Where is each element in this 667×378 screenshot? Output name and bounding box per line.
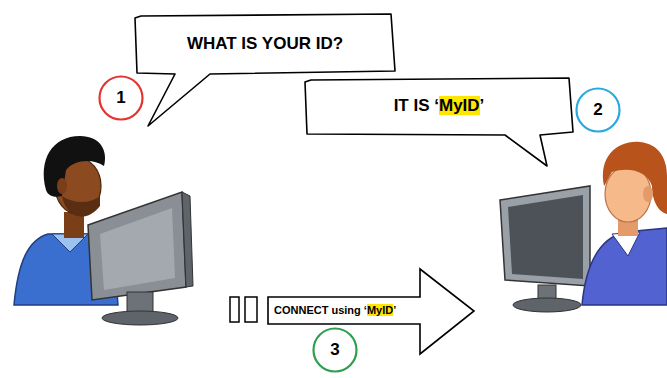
callout-circle: 3 xyxy=(312,327,358,373)
callout-circle: 2 xyxy=(575,87,621,133)
bubble-shape xyxy=(305,78,573,166)
arrow-tail-bars xyxy=(230,297,257,322)
text-part: ’ xyxy=(393,304,396,316)
callout-number: 3 xyxy=(330,340,339,360)
speech-bubble: IT IS ‘MyID’ xyxy=(305,78,573,135)
right-monitor xyxy=(500,186,590,312)
speech-bubble: WHAT IS YOUR ID? xyxy=(135,14,395,74)
callout-ring xyxy=(577,89,620,132)
callout-number: 1 xyxy=(116,88,125,108)
arrow-label: CONNECT using ‘MyID’ xyxy=(274,304,396,317)
text-part: CONNECT using ‘ xyxy=(274,304,367,316)
callout-circle: 1 xyxy=(98,75,144,121)
callout-number: 2 xyxy=(593,100,602,120)
text-part: ’ xyxy=(480,96,485,115)
speech-text: WHAT IS YOUR ID? xyxy=(187,34,343,54)
text-part: IT IS ‘ xyxy=(394,96,439,115)
right-person xyxy=(582,142,667,305)
speech-text: IT IS ‘MyID’ xyxy=(394,96,485,116)
callout-ring xyxy=(100,77,143,120)
highlighted-id: MyID xyxy=(367,304,393,316)
connect-arrow: CONNECT using ‘MyID’ xyxy=(268,268,475,355)
left-monitor xyxy=(88,192,193,325)
arrow-shape xyxy=(268,269,474,354)
callout-ring xyxy=(314,329,357,372)
highlighted-id: MyID xyxy=(439,96,480,115)
